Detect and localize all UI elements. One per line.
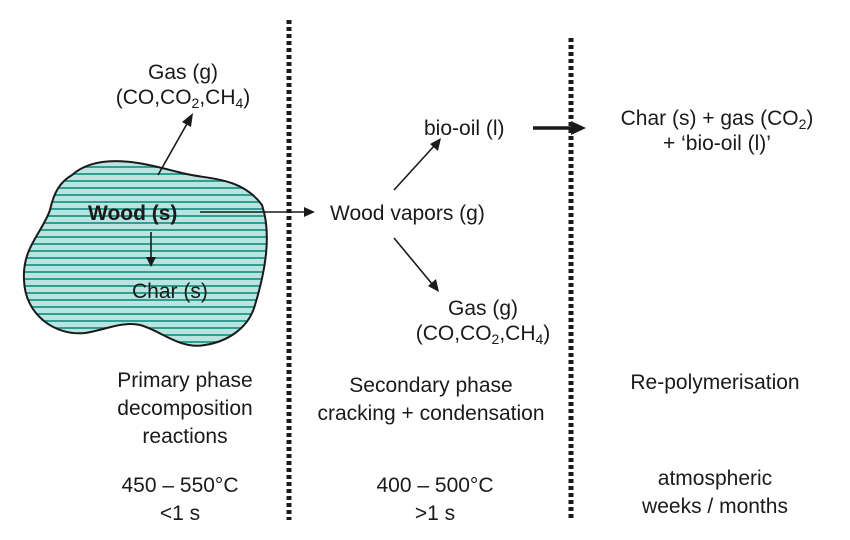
wood-particle-shape bbox=[22, 160, 268, 347]
secondary-gas-label: Gas (g) (CO,CO2,CH4) bbox=[415, 297, 551, 347]
arrow-wood-to-gas bbox=[157, 121, 189, 176]
wood-vapors-label: Wood vapors (g) bbox=[330, 202, 485, 225]
arrowhead-biooil-to-products bbox=[571, 121, 586, 135]
primary-gas-label: Gas (g) (CO,CO2,CH4) bbox=[115, 61, 251, 111]
char-label: Char (s) bbox=[132, 280, 208, 303]
secondary-phase-description: Secondary phase cracking + condensation bbox=[317, 374, 545, 425]
arrow-vapors-to-gas bbox=[393, 237, 434, 286]
arrowhead-wood-to-gas bbox=[182, 113, 193, 127]
bio-oil-label: bio-oil (l) bbox=[424, 117, 505, 140]
repolymerisation-products: Char (s) + gas (CO2) + ‘bio-oil (l)’ bbox=[620, 107, 814, 155]
repolymerisation-conditions: atmospheric weeks / months bbox=[642, 467, 788, 518]
primary-phase-description: Primary phase decomposition reactions bbox=[117, 369, 253, 448]
arrowhead-wood-to-vapors bbox=[304, 207, 315, 217]
arrow-vapors-to-biooil bbox=[393, 144, 436, 191]
repolymerisation-phase: Re-polymerisation bbox=[630, 371, 800, 394]
arrowhead-vapors-to-gas bbox=[428, 279, 439, 292]
secondary-conditions: 400 – 500°C >1 s bbox=[376, 474, 494, 525]
primary-conditions: 450 – 550°C <1 s bbox=[121, 474, 239, 525]
wood-label: Wood (s) bbox=[88, 202, 178, 225]
arrowhead-vapors-to-biooil bbox=[430, 138, 441, 151]
arrowhead-wood-to-char bbox=[146, 257, 156, 267]
